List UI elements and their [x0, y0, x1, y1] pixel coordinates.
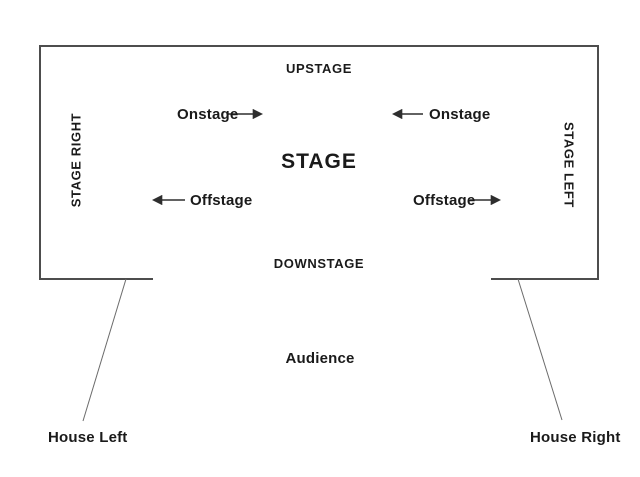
stage-outline	[39, 45, 599, 280]
stage-right-label: STAGE RIGHT	[68, 112, 84, 208]
audience-label: Audience	[285, 350, 355, 367]
offstage-right-label: Offstage	[413, 192, 476, 209]
stage-label: STAGE	[281, 150, 357, 173]
offstage-left-label: Offstage	[190, 192, 253, 209]
upstage-label: UPSTAGE	[285, 61, 353, 76]
house-right-sightline	[517, 278, 563, 421]
house-left-label: House Left	[48, 429, 128, 446]
stage-left-label: STAGE LEFT	[561, 122, 577, 208]
house-left-sightline	[82, 278, 127, 422]
onstage-right-label: Onstage	[429, 106, 491, 123]
downstage-label: DOWNSTAGE	[273, 256, 365, 271]
onstage-left-label: Onstage	[177, 106, 239, 123]
house-right-label: House Right	[530, 429, 621, 446]
